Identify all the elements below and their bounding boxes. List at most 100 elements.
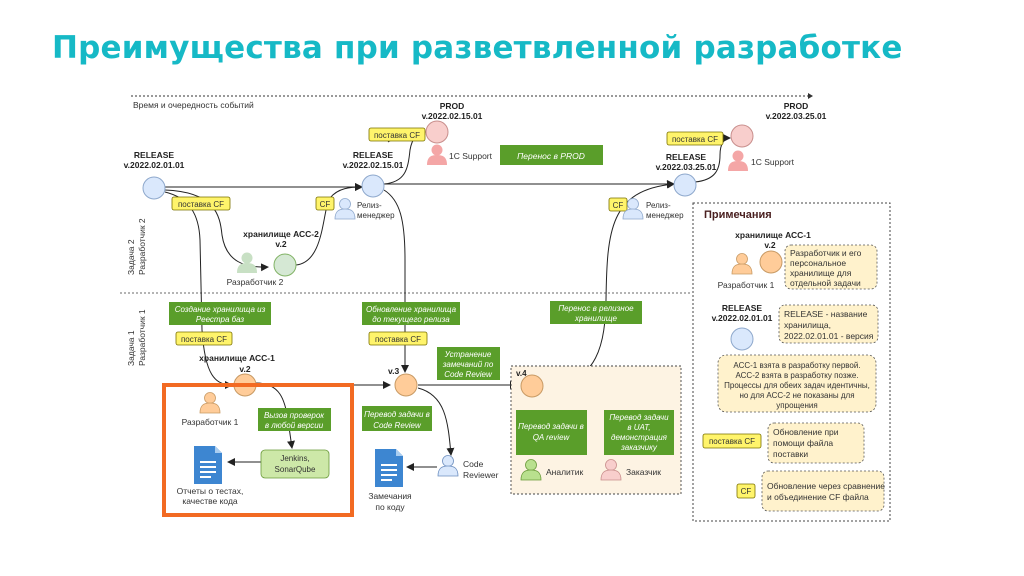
- svg-text:поставки: поставки: [773, 449, 808, 459]
- svg-text:CF: CF: [741, 487, 752, 496]
- svg-text:менеджер: менеджер: [357, 211, 395, 220]
- svg-text:Отчеты о тестах,: Отчеты о тестах,: [177, 486, 244, 496]
- svg-text:Процессы для обеих задач идент: Процессы для обеих задач идентичны,: [724, 381, 870, 390]
- svg-text:менеджер: менеджер: [646, 211, 684, 220]
- notes-panel: Примечания хранилище АСС-1 v.2 Разработч…: [692, 202, 891, 522]
- svg-text:в любой версии: в любой версии: [265, 421, 324, 430]
- svg-text:заказчику: заказчику: [620, 443, 658, 452]
- svg-text:и объединение CF файла: и объединение CF файла: [767, 492, 869, 502]
- svg-text:замечаний по: замечаний по: [442, 360, 494, 369]
- svg-text:RELEASE: RELEASE: [722, 303, 762, 313]
- svg-text:v.2022.02.15.01: v.2022.02.15.01: [343, 160, 404, 170]
- tag-cf-delivery-acc1: поставка CF: [175, 331, 233, 346]
- svg-text:Разработчик 1: Разработчик 1: [137, 309, 147, 366]
- svg-text:RELEASE: RELEASE: [353, 150, 393, 160]
- release-circle[interactable]: [361, 174, 385, 198]
- svg-text:поставка CF: поставка CF: [709, 437, 755, 446]
- svg-text:Jenkins,: Jenkins,: [280, 454, 309, 463]
- svg-text:Релиз-: Релиз-: [357, 201, 382, 210]
- svg-text:Разработчик 1: Разработчик 1: [718, 280, 775, 290]
- svg-text:Обновление через сравнение: Обновление через сравнение: [767, 481, 885, 491]
- lane-label-task2: Задача 2 Разработчик 2: [126, 218, 147, 275]
- svg-text:Обновление при: Обновление при: [773, 427, 839, 437]
- svg-text:CF: CF: [613, 201, 624, 210]
- label-transfer-release: Перенос в релизное хранилище: [550, 301, 642, 324]
- storage-circle[interactable]: [273, 253, 297, 277]
- note-cf-delivery: поставка CF Обновление при помощи файла …: [702, 422, 865, 464]
- svg-text:Разработчик 2: Разработчик 2: [227, 277, 284, 287]
- prod-circle[interactable]: [730, 124, 754, 148]
- svg-text:хранилище АСС-2: хранилище АСС-2: [243, 229, 319, 239]
- svg-text:Устранение: Устранение: [444, 350, 492, 359]
- svg-text:поставка CF: поставка CF: [178, 200, 224, 209]
- svg-text:поставка CF: поставка CF: [374, 131, 420, 140]
- svg-text:QA review: QA review: [533, 433, 571, 442]
- svg-text:отдельной задачи: отдельной задачи: [790, 278, 861, 288]
- release-node-1[interactable]: RELEASE v.2022.02.01.01: [124, 150, 185, 200]
- v4-stage-area: v.4 Перевод задачи в QA review Перевод з…: [510, 365, 682, 495]
- svg-text:поставка CF: поставка CF: [181, 335, 227, 344]
- svg-text:Reviewer: Reviewer: [463, 470, 499, 480]
- svg-text:PROD: PROD: [440, 101, 465, 111]
- tag-cf-delivery-task2: поставка CF: [171, 196, 231, 211]
- timeline-label: Время и очередность событий: [133, 100, 254, 110]
- document-icon: [375, 449, 403, 487]
- label-run-checks: Вызов проверок в любой версии: [258, 408, 331, 431]
- svg-text:Заказчик: Заказчик: [626, 467, 661, 477]
- tag-cf-release2: CF: [315, 196, 335, 211]
- svg-text:в UAT,: в UAT,: [627, 423, 650, 432]
- svg-text:CF: CF: [320, 200, 331, 209]
- tag-cf-delivery-prod2: поставка CF: [666, 131, 724, 146]
- svg-text:v.2: v.2: [764, 240, 775, 250]
- svg-text:хранилище для: хранилище для: [790, 268, 852, 278]
- svg-text:v.2022.03.25.01: v.2022.03.25.01: [766, 111, 827, 121]
- svg-text:хранилище: хранилище: [574, 314, 618, 323]
- prod-node-2[interactable]: PROD v.2022.03.25.01 1C Support: [728, 101, 827, 171]
- support-person-icon: [728, 150, 748, 171]
- svg-text:Задача 2: Задача 2: [126, 239, 136, 275]
- release-node-3[interactable]: RELEASE v.2022.03.25.01: [656, 152, 717, 197]
- support-person-icon: [427, 144, 447, 165]
- label-fix-remarks: Устранение замечаний по Code Review: [437, 347, 500, 380]
- svg-text:Разработчик 2: Разработчик 2: [137, 218, 147, 275]
- release-circle[interactable]: [142, 176, 166, 200]
- svg-text:Аналитик: Аналитик: [546, 467, 583, 477]
- note-release-example: RELEASE v.2022.02.01.01 RELEASE - назван…: [712, 303, 879, 351]
- label-update-storage: Обновление хранилища до текущего релиза: [362, 302, 460, 325]
- tag-cf-release3: CF: [608, 197, 628, 212]
- svg-text:Перевод задачи в: Перевод задачи в: [518, 422, 584, 431]
- svg-text:Релиз-: Релиз-: [646, 201, 671, 210]
- code-remarks-document[interactable]: Замечания по коду: [368, 449, 412, 512]
- highlight-frame: [162, 383, 354, 517]
- jenkins-sonarqube-box[interactable]: Jenkins, SonarQube: [260, 449, 330, 479]
- test-reports-document[interactable]: Отчеты о тестах, качестве кода: [177, 446, 244, 506]
- release-manager-icon: [334, 198, 356, 220]
- label-qa-review: Перевод задачи в QA review: [516, 410, 587, 455]
- svg-text:но для АСС-2 не показаны для: но для АСС-2 не показаны для: [739, 391, 854, 400]
- svg-text:поставка CF: поставка CF: [672, 135, 718, 144]
- svg-text:v.2: v.2: [275, 239, 286, 249]
- storage-acc1[interactable]: хранилище АСС-1 v.2: [199, 353, 275, 397]
- tag-cf-delivery-prod1: поставка CF: [368, 127, 426, 142]
- svg-text:1C Support: 1C Support: [449, 151, 493, 161]
- storage-v3[interactable]: v.3: [388, 366, 418, 397]
- prod-node-1[interactable]: PROD v.2022.02.15.01 1C Support: [422, 101, 493, 165]
- svg-text:SonarQube: SonarQube: [275, 465, 316, 474]
- svg-text:v.2022.02.15.01: v.2022.02.15.01: [422, 111, 483, 121]
- document-icon: [194, 446, 222, 484]
- svg-text:v.4: v.4: [516, 369, 527, 378]
- developer1-icon: [199, 392, 221, 414]
- storage-acc2[interactable]: хранилище АСС-2 v.2 Разработчик 2: [227, 229, 319, 287]
- release-node-2[interactable]: RELEASE v.2022.02.15.01: [343, 150, 404, 198]
- storage-circle[interactable]: [394, 373, 418, 397]
- note-storage-example: хранилище АСС-1 v.2 Разработчик 1 Разраб…: [718, 230, 878, 290]
- code-reviewer: Code Reviewer: [437, 455, 499, 480]
- svg-text:v.2022.02.01.01: v.2022.02.01.01: [124, 160, 185, 170]
- prod-circle[interactable]: [425, 120, 449, 144]
- release-circle[interactable]: [673, 173, 697, 197]
- svg-text:Создание хранилища из: Создание хранилища из: [175, 305, 266, 314]
- code-reviewer-icon: [437, 455, 459, 477]
- svg-text:Задача 1: Задача 1: [126, 330, 136, 366]
- svg-text:Замечания: Замечания: [368, 491, 412, 501]
- storage-circle-v4[interactable]: [520, 374, 544, 398]
